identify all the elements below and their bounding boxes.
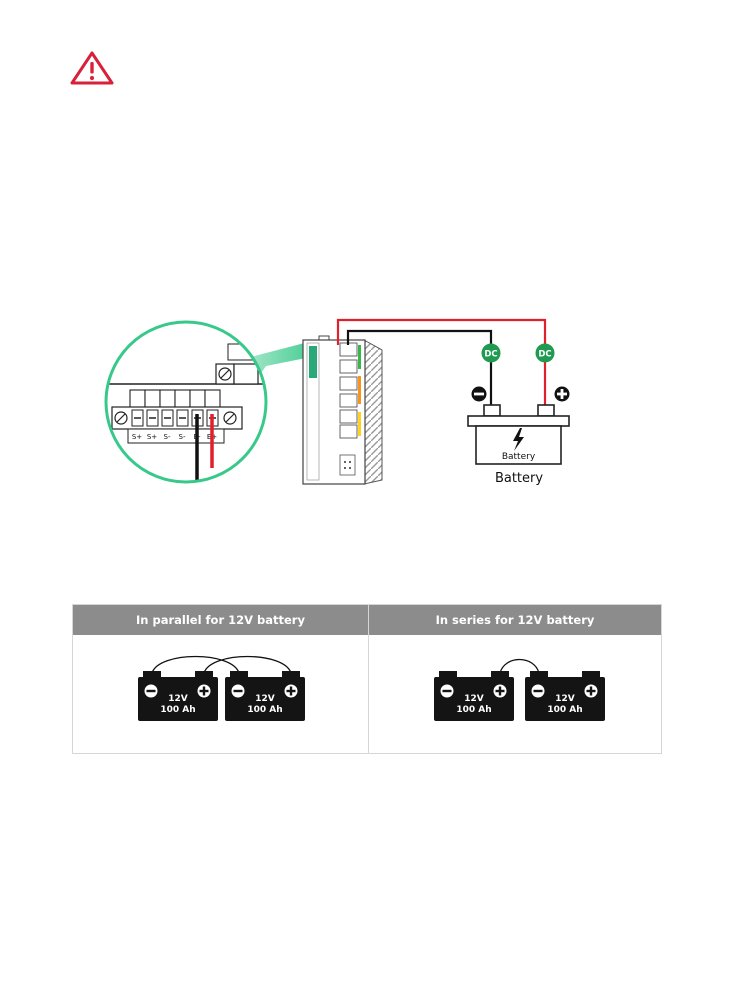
parallel-header: In parallel for 12V battery xyxy=(73,605,368,635)
parallel-battery-pack: 12V 100 Ah 12V 100 Ah xyxy=(73,635,368,753)
terminal-label: S- xyxy=(179,433,186,441)
battery-icon: 12V 100 Ah xyxy=(434,671,514,721)
battery-capacity: 100 Ah xyxy=(247,705,282,715)
terminal-label: S- xyxy=(164,433,171,441)
battery-capacity: 100 Ah xyxy=(160,705,195,715)
svg-text:DC: DC xyxy=(538,350,551,360)
battery-icon: 12V 100 Ah xyxy=(525,671,605,721)
terminal-label: S+ xyxy=(132,433,142,441)
series-wire xyxy=(500,660,539,674)
battery-voltage: 12V xyxy=(255,694,275,704)
battery-inner-label: Battery xyxy=(502,452,536,462)
series-battery-pack: 12V 100 Ah 12V 100 Ah xyxy=(369,635,661,753)
battery-configuration-table: In parallel for 12V battery In series fo… xyxy=(72,604,662,754)
switch-device xyxy=(303,336,382,484)
minus-icon xyxy=(472,387,487,402)
battery-voltage: 12V xyxy=(555,694,575,704)
svg-text:DC: DC xyxy=(484,350,497,360)
dc-badge: DC xyxy=(536,344,555,363)
battery: Battery xyxy=(468,405,569,464)
terminal-label: S+ xyxy=(147,433,157,441)
positive-wire xyxy=(338,320,545,345)
battery-capacity: 100 Ah xyxy=(547,705,582,715)
battery-capacity: 100 Ah xyxy=(456,705,491,715)
battery-caption: Battery xyxy=(495,471,543,486)
dc-badge: DC xyxy=(482,344,501,363)
plus-icon xyxy=(555,387,570,402)
battery-voltage: 12V xyxy=(464,694,484,704)
battery-voltage: 12V xyxy=(168,694,188,704)
series-header: In series for 12V battery xyxy=(369,605,661,635)
battery-icon: 12V 100 Ah xyxy=(138,671,218,721)
terminal-zoom: S+ S+ S- S- E- E+ xyxy=(100,318,280,488)
battery-icon: 12V 100 Ah xyxy=(225,671,305,721)
